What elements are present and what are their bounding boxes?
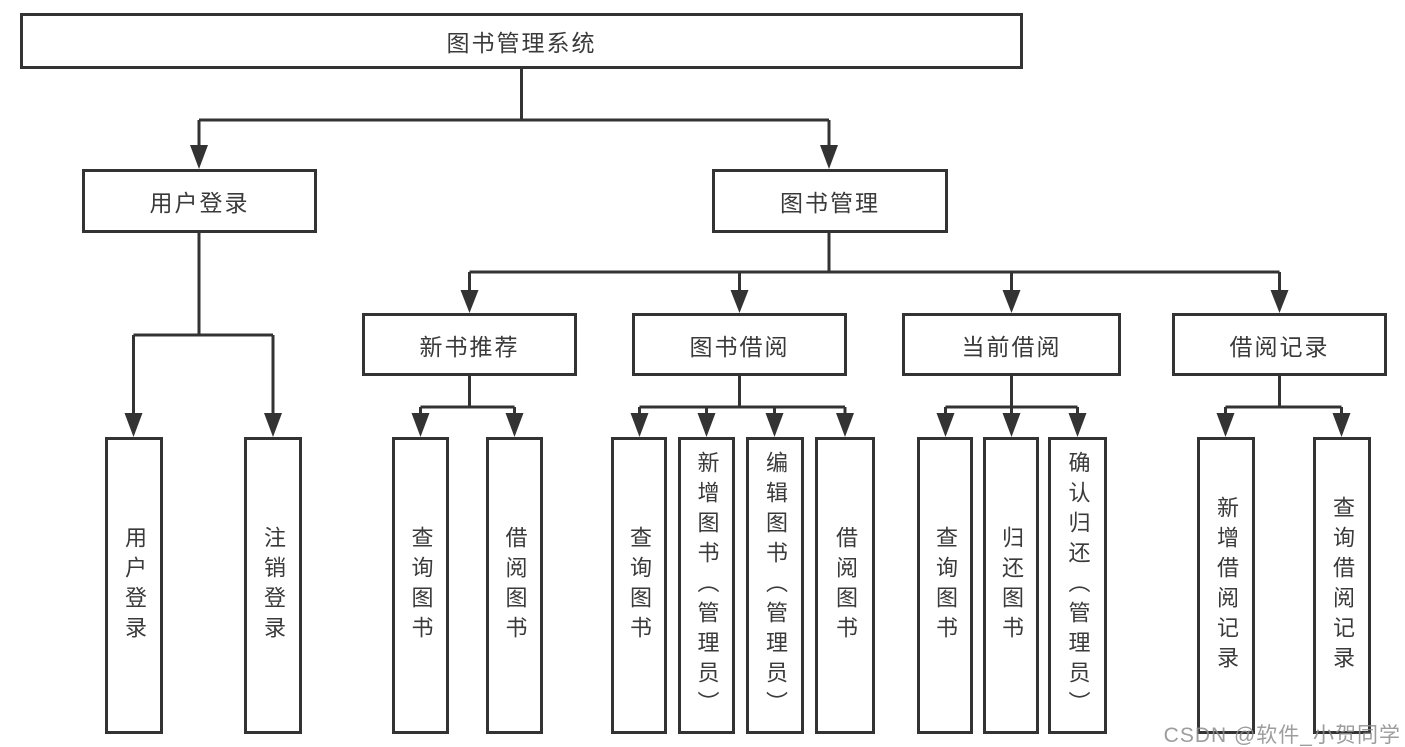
node-label: 当前借阅 [961, 333, 1062, 360]
node-label: 新书推荐 [419, 333, 520, 360]
node-label: 用户登录 [149, 190, 250, 216]
leaf-label: 注销登录 [261, 525, 286, 646]
leaf-label: 查询图书 [933, 525, 958, 646]
leaf-add-books-admin: 新增图书（管理员） [678, 437, 735, 734]
node-user-login: 用户登录 [82, 169, 317, 233]
leaf-label: 查询图书 [627, 525, 652, 646]
leaf-label: 编辑图书（管理员） [763, 450, 788, 721]
node-library-system-root: 图书管理系统 [20, 13, 1023, 69]
csdn-watermark: CSDN @软件_小贺同学 [1163, 724, 1401, 747]
node-label: 图书借阅 [689, 333, 790, 360]
leaf-label: 确认归还（管理员） [1065, 450, 1091, 721]
node-new-book-recommendation: 新书推荐 [362, 313, 577, 376]
leaf-label: 查询借阅记录 [1330, 495, 1355, 676]
node-borrowing-records: 借阅记录 [1172, 313, 1387, 376]
leaf-label: 用户登录 [122, 525, 147, 646]
node-book-management: 图书管理 [712, 169, 948, 233]
leaf-confirm-return-admin: 确认归还（管理员） [1048, 437, 1107, 734]
leaf-label: 查询图书 [408, 525, 434, 646]
leaf-label: 借阅图书 [502, 525, 528, 646]
leaf-logout: 注销登录 [244, 437, 302, 734]
node-label: 图书管理 [780, 190, 880, 216]
node-label: 图书管理系统 [446, 30, 597, 56]
leaf-add-borrow-record: 新增借阅记录 [1197, 437, 1255, 734]
node-label: 借阅记录 [1229, 333, 1330, 360]
leaf-query-books-recommend: 查询图书 [392, 437, 449, 734]
leaf-borrow-books-recommend: 借阅图书 [486, 437, 543, 734]
leaf-query-books-current: 查询图书 [917, 437, 973, 734]
leaf-label: 借阅图书 [833, 525, 858, 646]
leaf-label: 归还图书 [999, 525, 1024, 646]
leaf-query-borrow-record: 查询借阅记录 [1313, 437, 1371, 734]
leaf-query-books-borrowing: 查询图书 [611, 437, 667, 734]
leaf-return-books: 归还图书 [983, 437, 1039, 734]
leaf-label: 新增图书（管理员） [694, 450, 720, 721]
leaf-label: 新增借阅记录 [1214, 495, 1239, 676]
leaf-edit-books-admin: 编辑图书（管理员） [746, 437, 804, 734]
node-book-borrowing: 图书借阅 [632, 313, 847, 376]
leaf-user-login: 用户登录 [105, 437, 163, 734]
node-current-borrowing: 当前借阅 [902, 313, 1121, 376]
leaf-borrow-books-borrowing: 借阅图书 [815, 437, 875, 734]
